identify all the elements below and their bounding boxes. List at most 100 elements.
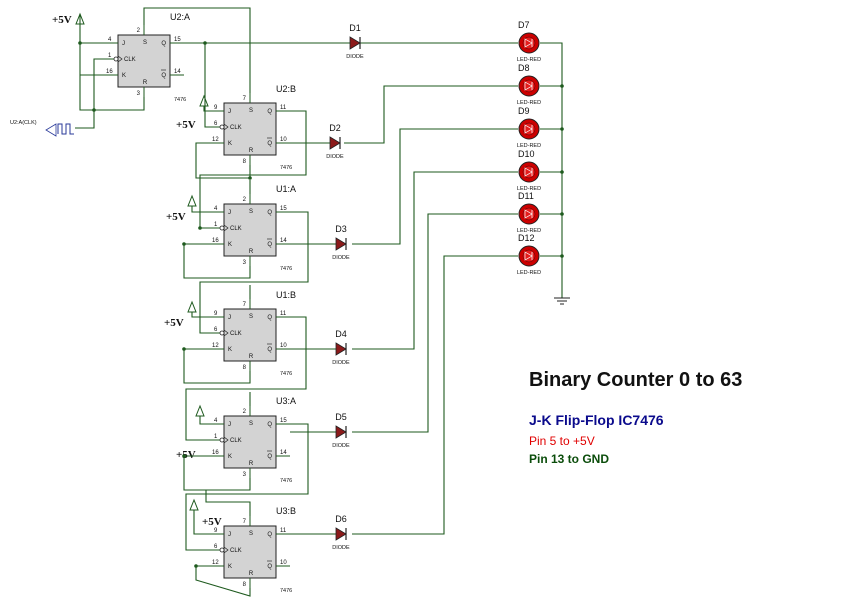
diode-label: D6 — [335, 514, 347, 524]
pin-name-k: K — [228, 347, 232, 353]
chip-body — [223, 308, 277, 362]
pin-number: 8 — [243, 159, 247, 165]
clk-bubble — [219, 330, 225, 336]
junction-dot — [248, 176, 252, 180]
chip-label: U1:B — [276, 290, 296, 300]
pin-name-q: Q — [267, 532, 272, 538]
pin-number: 3 — [243, 260, 247, 266]
pin-number: 15 — [174, 37, 181, 43]
diode-label: D1 — [349, 23, 361, 33]
junction-dot — [560, 170, 564, 174]
diode-icon — [335, 425, 347, 439]
pin-number: 11 — [280, 311, 287, 317]
wire — [203, 106, 210, 112]
junction-dot — [92, 108, 96, 112]
led-type: LED-RED — [517, 57, 541, 63]
chip-label: U2:A — [170, 12, 190, 22]
pin-number: 2 — [243, 409, 247, 415]
wire — [204, 43, 210, 128]
diode-type: DIODE — [326, 154, 344, 160]
pin-name-clk: CLK — [230, 438, 242, 444]
clock-pulse-icon — [57, 123, 74, 135]
junction-dot — [194, 564, 198, 568]
pin-number: 10 — [280, 560, 287, 566]
pin-name-q: Q — [267, 109, 272, 115]
pin-name-j: J — [228, 315, 231, 321]
wire — [344, 85, 518, 144]
wire — [75, 24, 95, 129]
led-label: D8 — [518, 63, 530, 73]
led-symbol — [524, 81, 533, 91]
led-type: LED-RED — [517, 228, 541, 234]
pin-name-k: K — [228, 141, 232, 147]
wire — [199, 211, 309, 334]
supply-arrow-icon — [189, 498, 199, 511]
led-label: D11 — [518, 191, 534, 201]
pin-name-q: Q — [161, 41, 166, 47]
chip-label: U3:B — [276, 506, 296, 516]
pin-name-r: R — [249, 461, 254, 467]
pin-name-j: J — [122, 41, 125, 47]
pin-name-r: R — [249, 148, 254, 154]
chip-type: 7476 — [174, 97, 186, 103]
pin-number: 3 — [243, 472, 247, 478]
pin-number: 14 — [280, 450, 287, 456]
pin-number: 1 — [108, 53, 112, 59]
pin-number: 16 — [106, 69, 113, 75]
supply-label: +5V — [202, 516, 222, 528]
pin-number: 6 — [214, 544, 218, 550]
led-label: D9 — [518, 106, 530, 116]
pin-number: 16 — [212, 238, 219, 244]
chip-body — [223, 525, 277, 579]
pin-name-s: S — [249, 108, 253, 114]
pin-number: 6 — [214, 327, 218, 333]
pin-number: 7 — [243, 96, 247, 102]
led-symbol — [524, 38, 533, 48]
led-type: LED-RED — [517, 186, 541, 192]
wire — [191, 312, 210, 318]
pin-number: 3 — [137, 91, 141, 97]
diode-icon — [335, 527, 347, 541]
pin-number: 9 — [214, 311, 218, 317]
clk-bubble — [219, 225, 225, 231]
pin-name-clk: CLK — [230, 548, 242, 554]
pin-number: 7 — [243, 302, 247, 308]
junction-dot — [182, 347, 186, 351]
pin-name-qbar: Q — [267, 242, 272, 248]
pin-name-q: Q — [267, 422, 272, 428]
clk-triangle — [223, 329, 229, 337]
diode-icon — [335, 342, 347, 356]
clk-triangle — [223, 546, 229, 554]
wire — [185, 423, 309, 551]
wire — [93, 58, 104, 110]
pin-number: 6 — [214, 121, 218, 127]
pin-name-q: Q — [267, 315, 272, 321]
wire — [143, 7, 251, 93]
wire — [195, 565, 251, 597]
ground-icon — [554, 297, 570, 305]
wire — [352, 213, 518, 433]
pin-number: 9 — [214, 105, 218, 111]
led-label: D10 — [518, 149, 535, 159]
pin-number: 15 — [280, 206, 287, 212]
chip-type: 7476 — [280, 165, 292, 171]
pin-number: 1 — [214, 222, 218, 228]
junction-dot — [560, 127, 564, 131]
pin-name-r: R — [249, 571, 254, 577]
clk-triangle — [223, 224, 229, 232]
clock-label: U2:A(CLK) — [10, 120, 37, 126]
junction-dot — [560, 84, 564, 88]
pin-name-qbar: Q — [267, 564, 272, 570]
wire — [352, 255, 518, 535]
clk-bubble — [219, 547, 225, 553]
clk-triangle — [117, 55, 123, 63]
pin-name-k: K — [122, 73, 126, 79]
